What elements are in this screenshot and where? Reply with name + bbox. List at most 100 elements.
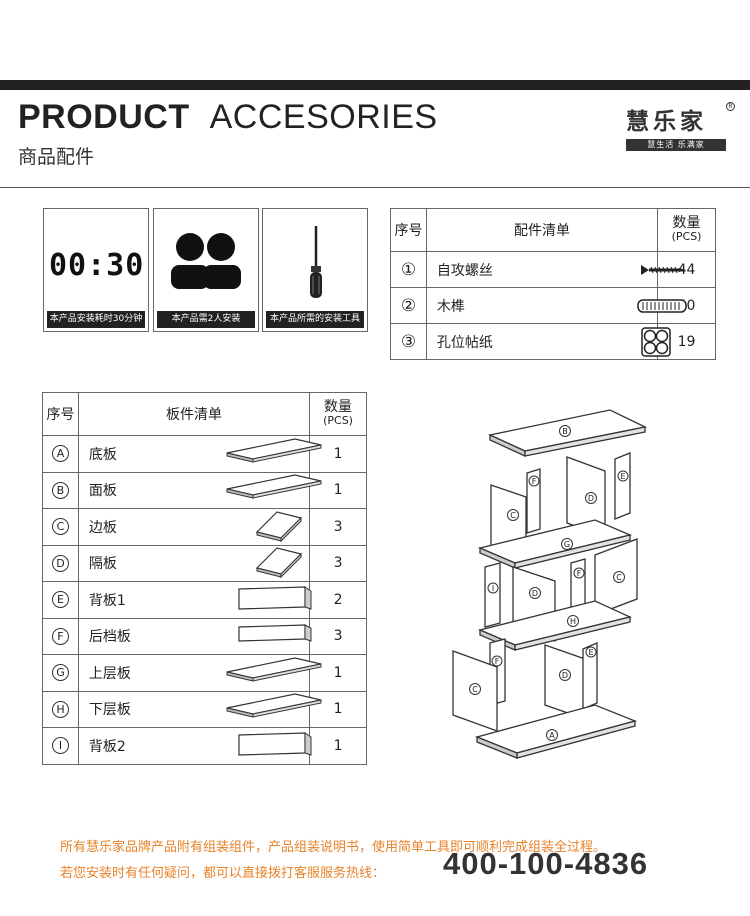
install-tool-caption: 本产品所需的安装工具 xyxy=(266,311,364,328)
row-name: 下层板 xyxy=(88,702,131,719)
page-subtitle: 商品配件 xyxy=(18,146,95,168)
row-no: G xyxy=(51,664,69,682)
panel-square-icon xyxy=(255,511,303,542)
diagram-label-b: B xyxy=(562,427,568,436)
diagram-label-c: C xyxy=(510,511,516,520)
row-no: F xyxy=(51,627,69,645)
row-name: 面板 xyxy=(88,483,117,500)
panel-long-icon xyxy=(226,693,322,718)
row-name: 自攻螺丝 xyxy=(436,262,493,279)
registered-mark-icon: R xyxy=(726,102,735,111)
row-qty: 3 xyxy=(309,617,367,655)
row-name-cell: 上层板 xyxy=(77,654,322,692)
diagram-label-d: D xyxy=(588,494,594,503)
row-no-cell: A xyxy=(42,435,79,473)
row-no-cell: H xyxy=(42,690,79,728)
diagram-label-a: A xyxy=(549,731,555,740)
install-people-box: 本产品需2人安装 xyxy=(153,208,259,332)
row-qty: 1 xyxy=(309,690,367,728)
table-row: C 边板 3 xyxy=(42,508,367,546)
diagram-label-c2: C xyxy=(616,573,622,582)
diagram-label-h: H xyxy=(570,617,576,626)
table-row: ② 木榫 40 xyxy=(390,287,716,324)
row-name-cell: 隔板 xyxy=(77,544,311,582)
row-name: 上层板 xyxy=(88,665,131,682)
install-time-caption: 本产品安装耗时30分钟 xyxy=(47,311,145,328)
row-no-cell: D xyxy=(42,544,79,582)
row-name: 木榫 xyxy=(436,298,465,315)
row-no: B xyxy=(51,481,69,499)
table-row: H 下层板 1 xyxy=(42,690,367,728)
row-name: 边板 xyxy=(88,519,117,536)
row-no-cell: E xyxy=(42,581,79,619)
row-no: ③ xyxy=(390,323,427,360)
row-name-cell: 边板 xyxy=(77,508,311,546)
time-display: 00:30 xyxy=(49,248,145,283)
row-name-cell: 后档板 xyxy=(77,617,312,655)
row-no-cell: F xyxy=(42,617,79,655)
row-qty: 3 xyxy=(309,508,367,546)
row-no: H xyxy=(51,700,69,718)
install-people-caption: 本产品需2人安装 xyxy=(157,311,255,328)
row-name-cell: 底板 xyxy=(77,435,322,473)
diagram-label-i: I xyxy=(492,584,494,593)
header-no: 序号 xyxy=(42,392,79,436)
row-qty: 3 xyxy=(309,544,367,582)
diagram-label-g: G xyxy=(564,540,570,549)
header-qty: 数量(PCS) xyxy=(309,392,367,436)
panel-square-icon xyxy=(255,547,303,579)
row-no: A xyxy=(51,445,69,463)
diagram-label-d3: D xyxy=(562,671,568,680)
row-no-cell: C xyxy=(42,508,79,546)
panel-thin-icon xyxy=(238,624,312,642)
table-row: G 上层板 1 xyxy=(42,654,367,692)
table-row: ① 自攻螺丝 44 xyxy=(390,251,716,288)
row-no: ② xyxy=(390,287,427,324)
logo-tagline: 慧生活 乐满家 xyxy=(626,139,726,151)
table-header-row: 序号 配件清单 数量(PCS) xyxy=(390,208,716,252)
row-name-cell: 面板 xyxy=(77,471,322,509)
install-time-box: 00:30 本产品安装耗时30分钟 xyxy=(43,208,149,332)
diagram-label-d2: D xyxy=(532,589,538,598)
hotline-number: 400-100-4836 xyxy=(443,846,649,881)
screwdriver-icon xyxy=(268,214,362,310)
row-name-cell: 背板2 xyxy=(77,727,312,765)
panel-long-icon xyxy=(226,438,322,463)
screw-icon xyxy=(640,264,686,275)
table-row: ③ 孔位帖纸 19 xyxy=(390,323,716,360)
row-qty: 1 xyxy=(309,654,367,692)
table-row: F 后档板 3 xyxy=(42,617,367,655)
row-no: C xyxy=(51,518,69,536)
table-header-row: 序号 板件清单 数量(PCS) xyxy=(42,392,367,436)
panel-long-icon xyxy=(226,657,322,682)
row-name: 后档板 xyxy=(88,629,131,646)
row-qty: 1 xyxy=(309,727,367,765)
header-list: 板件清单 xyxy=(77,392,311,436)
row-no: ① xyxy=(390,251,427,288)
clock-icon: 00:30 xyxy=(49,214,143,310)
diagram-label-e2: E xyxy=(588,648,593,657)
footer-hotline-text: 若您安装时有任何疑问，都可以直接拨打客服服务热线： xyxy=(60,866,386,881)
row-name-cell: 背板1 xyxy=(77,581,312,619)
header-qty: 数量(PCS) xyxy=(657,208,716,252)
exploded-assembly-diagram: B F C D E G I D F C H F C D E A xyxy=(452,409,648,759)
row-no: D xyxy=(51,554,69,572)
row-no: I xyxy=(51,737,69,755)
diagram-label-e: E xyxy=(620,472,625,481)
row-no-cell: B xyxy=(42,471,79,509)
panel-back-icon xyxy=(238,585,312,610)
logo-text: 慧乐家 xyxy=(626,109,707,135)
brand-logo: 慧乐家 R 慧生活 乐满家 xyxy=(626,102,736,151)
install-tool-box: 本产品所需的安装工具 xyxy=(262,208,368,332)
row-name: 底板 xyxy=(88,446,117,463)
hole-sticker-icon xyxy=(641,326,671,357)
row-name-cell: 下层板 xyxy=(77,690,322,728)
row-no: E xyxy=(51,591,69,609)
